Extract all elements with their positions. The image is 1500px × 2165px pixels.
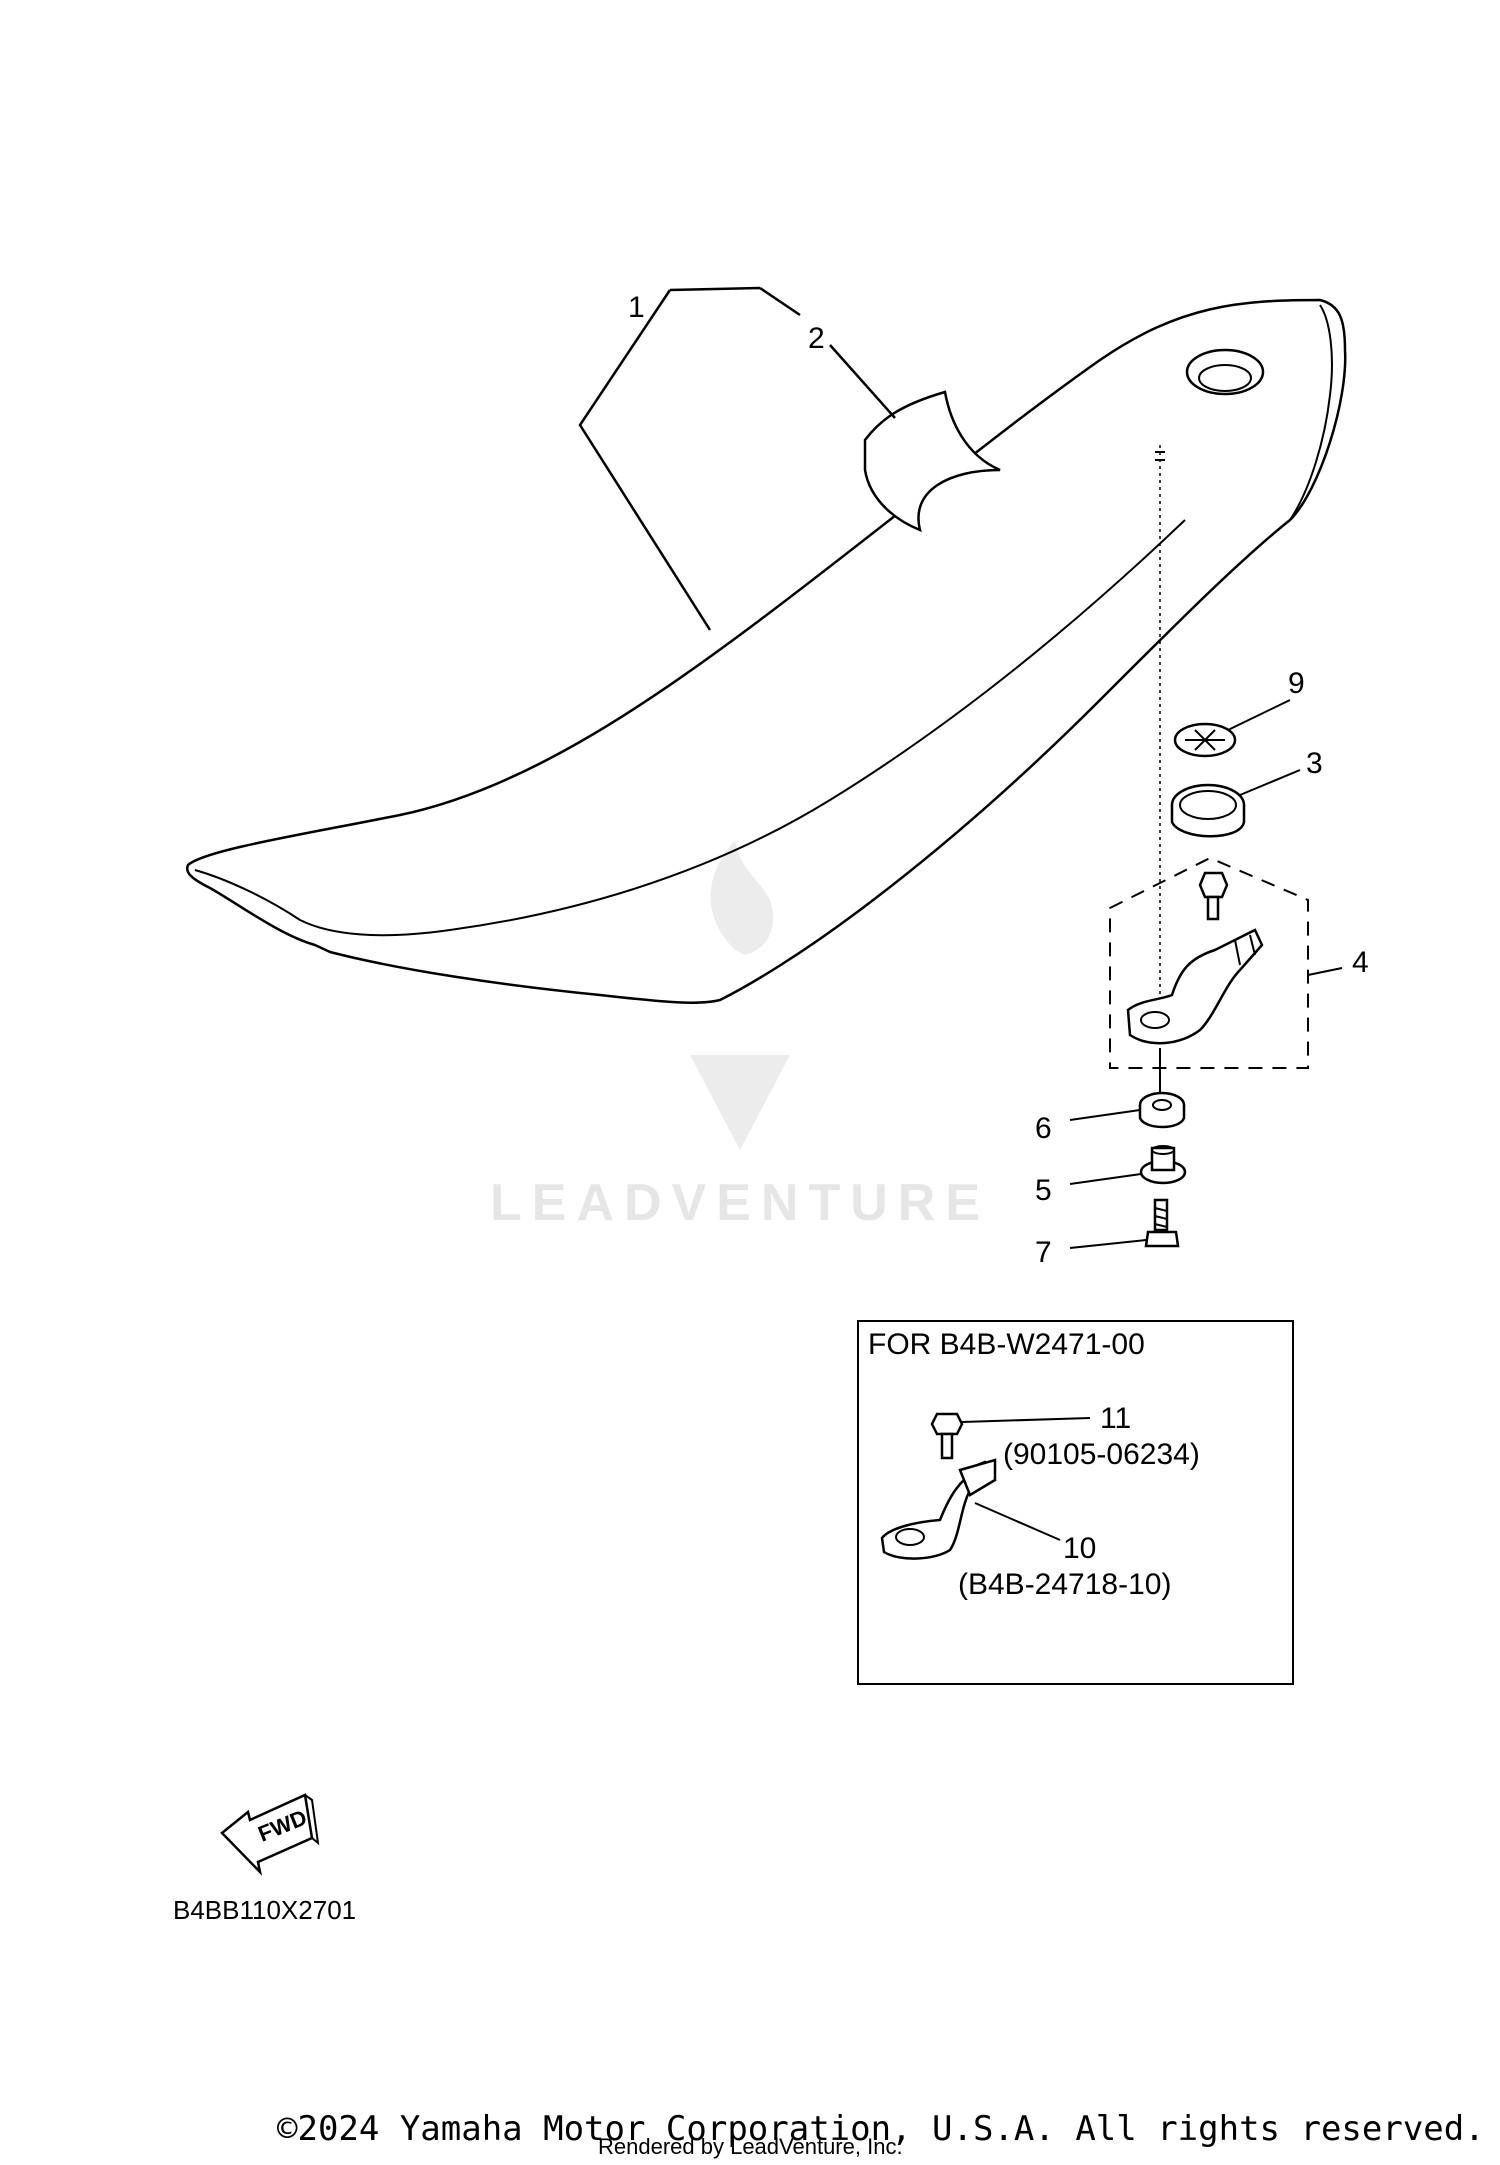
callout-4: 4 — [1352, 946, 1369, 979]
seat-cover-flap — [863, 390, 1001, 533]
inset-box: FOR B4B-W2471-00 11 (90105-06234) 10 (B4… — [857, 1320, 1294, 1685]
collar-part-5 — [1069, 1145, 1187, 1185]
watermark-text: LEADVENTURE — [490, 1174, 990, 1232]
callout-3: 3 — [1306, 747, 1323, 780]
grommet-part-6 — [1069, 1091, 1186, 1129]
callout-2: 2 — [808, 322, 825, 355]
assembly-box-4 — [1109, 856, 1309, 1069]
cap-part-3 — [1170, 769, 1301, 838]
leader-1-2 — [578, 286, 896, 631]
bolt-part-7 — [1069, 1198, 1180, 1249]
seat — [186, 298, 1347, 1004]
callout-9: 9 — [1288, 667, 1305, 700]
copyright-notice: ©2024 Yamaha Motor Corporation, U.S.A. A… — [277, 2109, 1485, 2149]
leadventure-watermark: LEADVENTURE — [490, 840, 990, 1232]
bracket-in-assembly — [1126, 928, 1264, 1045]
callout-6: 6 — [1035, 1112, 1052, 1145]
callout-10: 10 — [1063, 1532, 1096, 1565]
callout-5: 5 — [1035, 1174, 1052, 1207]
callout-1: 1 — [628, 291, 645, 324]
fwd-arrow-icon: FWD — [220, 1793, 320, 1876]
rendered-by: Rendered by LeadVenture, Inc. — [598, 2134, 903, 2159]
callout-7: 7 — [1035, 1236, 1052, 1269]
part-11-number: (90105-06234) — [1003, 1438, 1200, 1471]
diagram-code: B4BB110X2701 — [173, 1895, 356, 1925]
emblem-part-9 — [1173, 699, 1291, 758]
bolt-in-bracket — [1198, 871, 1229, 921]
callout-11: 11 — [1100, 1402, 1131, 1435]
part-10-number: (B4B-24718-10) — [958, 1568, 1171, 1601]
inset-title: FOR B4B-W2471-00 — [868, 1328, 1145, 1361]
